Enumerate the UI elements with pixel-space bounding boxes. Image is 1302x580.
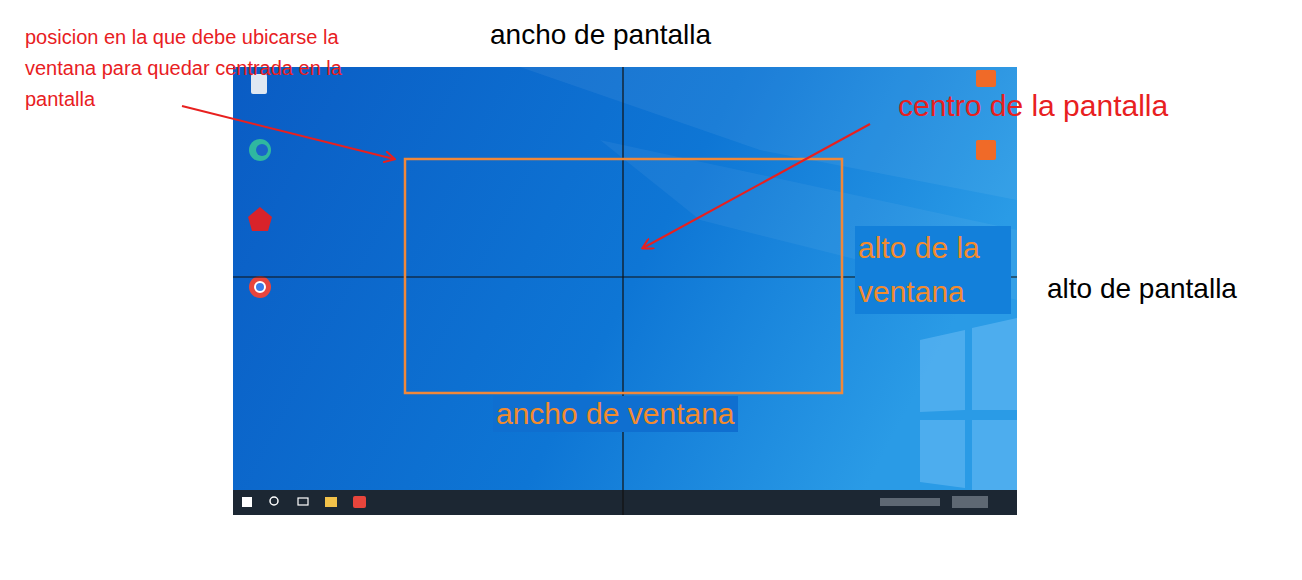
- callout-label: centro de la pantalla: [898, 88, 1168, 124]
- dimension-label: ancho de pantalla: [490, 18, 711, 52]
- dimension-label: ancho de ventana: [493, 396, 738, 432]
- dimension-label: alto de la ventana: [855, 226, 1011, 314]
- vertical-center-line: [622, 67, 623, 515]
- dimension-label: alto de pantalla: [1047, 272, 1237, 306]
- leader-arrow: [182, 106, 394, 159]
- note-text: posicion en la que debe ubicarse la vent…: [25, 22, 403, 115]
- taskbar-icons: [242, 496, 988, 508]
- desktop-background: [233, 67, 1017, 515]
- leader-arrow: [643, 124, 870, 248]
- windows-logo: [920, 318, 1017, 490]
- taskbar: [233, 490, 1017, 515]
- window-outline: [405, 159, 842, 393]
